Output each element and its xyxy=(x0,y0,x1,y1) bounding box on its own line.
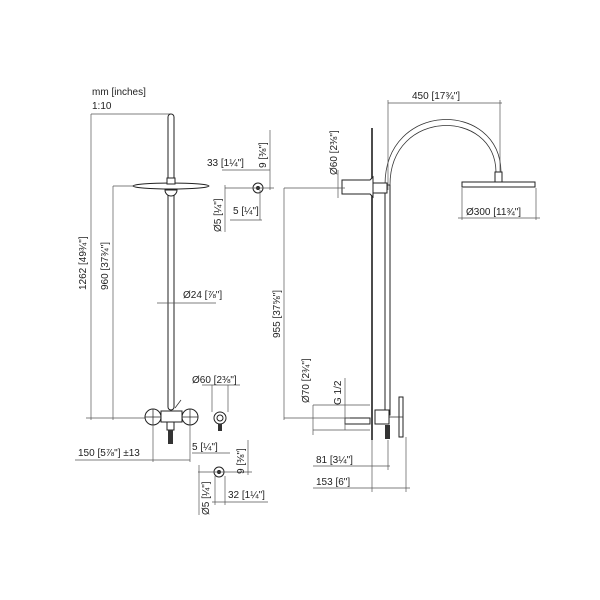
shower-pipe xyxy=(167,113,175,411)
mixer xyxy=(144,399,199,444)
bracket-height-label: 955 [37⅝"] xyxy=(272,290,283,338)
detail-bottom-depth-label: 9 [⅜"] xyxy=(236,448,247,474)
detail-bottom-offset-label: 32 [1¼"] xyxy=(228,489,265,501)
arm-reach-label: 450 [17¾"] xyxy=(412,91,460,102)
bracket-diameter-label: Ø60 [2⅜"] xyxy=(329,130,340,175)
front-view: 1262 [49¾"] 960 [37¾"] Ø24 [⅞"] 150 [5⅞"… xyxy=(75,113,240,462)
mixer-spacing-label: 150 [5⅞"] ±13 xyxy=(78,448,140,459)
head-diameter-label: Ø300 [11¾"] xyxy=(466,207,521,218)
thread-label: G 1/2 xyxy=(333,380,344,405)
head-height-label: 960 [37¾"] xyxy=(100,242,111,290)
detail-top-offset-label: 33 [1¼"] xyxy=(207,157,244,169)
detail-top-height-label: 5 [¼"] xyxy=(233,205,259,217)
wall-plate-diameter-label: Ø60 [2⅜"] xyxy=(192,375,237,386)
riser-pipe xyxy=(384,184,391,416)
scale-label: 1:10 xyxy=(92,101,112,112)
detail-bottom-diameter-label: Ø5 [¼"] xyxy=(200,481,212,515)
overall-height-label: 1262 [49¾"] xyxy=(78,236,89,290)
detail-bottom-height-label: 5 [¼"] xyxy=(192,441,218,453)
mixer-projection-label: 153 [6"] xyxy=(316,477,350,488)
pipe-diameter-label: Ø24 [⅞"] xyxy=(183,290,222,301)
detail-top: 33 [1¼"] 9 [⅜"] Ø5 [¼"] 5 [¼"] xyxy=(207,130,274,232)
rain-shower-head xyxy=(461,181,536,188)
detail-top-depth-label: 9 [⅜"] xyxy=(258,142,269,168)
detail-bottom: 5 [¼"] 9 [⅜"] Ø5 [¼"] 32 [1¼"] xyxy=(192,440,268,515)
side-view: 450 [17¾"] Ø300 [11¾"] Ø60 [2⅜"] 955 [37… xyxy=(272,91,540,492)
pipe-projection-label: 81 [3¼"] xyxy=(316,454,353,466)
detail-top-diameter-label: Ø5 [¼"] xyxy=(212,198,224,232)
escutcheon-diameter-label: Ø70 [2¾"] xyxy=(301,358,312,403)
units-label: mm [inches] xyxy=(92,87,146,98)
